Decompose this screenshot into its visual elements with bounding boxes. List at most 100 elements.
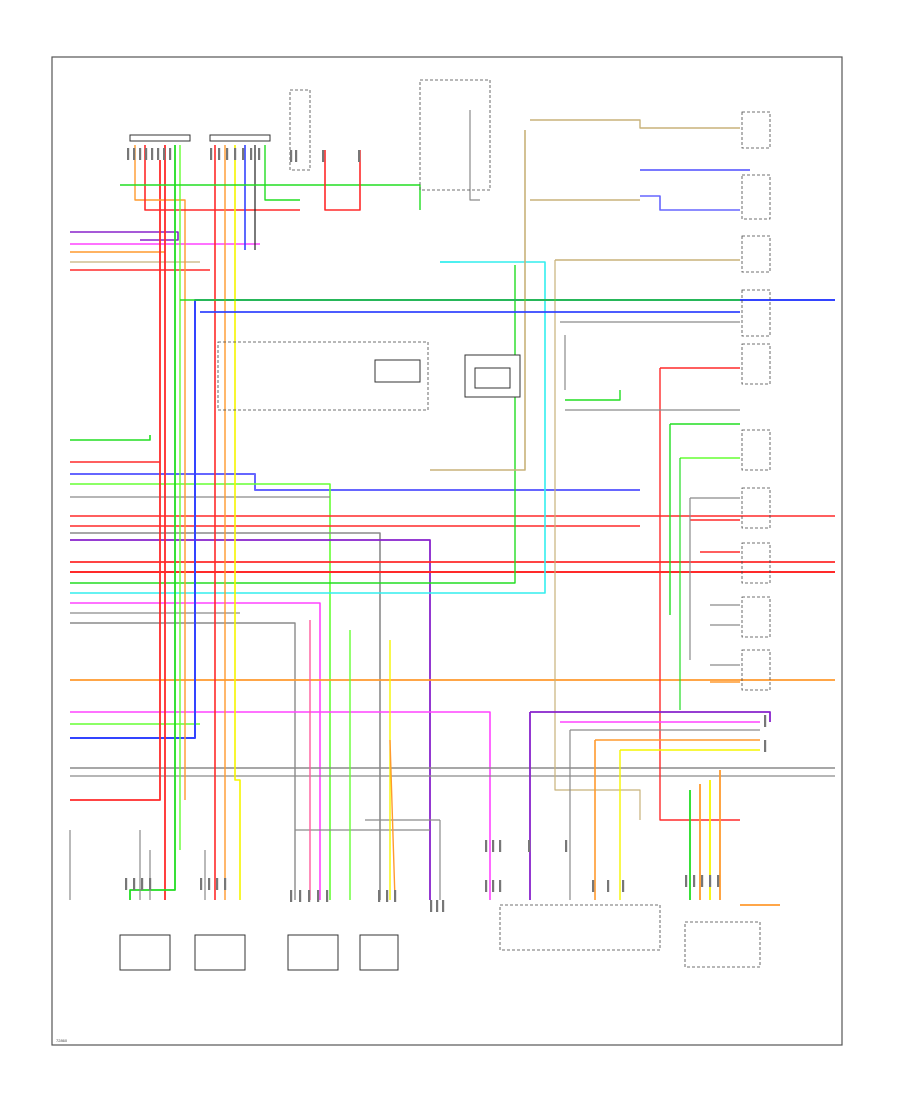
speed-sensor-pin [299, 890, 302, 902]
ecu-a-pin [151, 148, 154, 160]
ecu-b-pin [226, 148, 229, 160]
speed-sensor-pin [326, 890, 329, 902]
engine-control-unit [684, 921, 761, 968]
wire-orange [134, 145, 186, 800]
ecu-b-pin [250, 148, 253, 160]
ecu-a-pin [157, 148, 160, 160]
wire-navy [70, 473, 640, 491]
tcm-c-pin [485, 840, 488, 852]
shift-lock-solenoid [741, 174, 771, 220]
mainshaft-speed-sensor [741, 289, 771, 337]
wire-lime [70, 483, 331, 900]
gear-switch-pin [394, 890, 397, 902]
wire-tan [430, 130, 526, 471]
tcm-f-pin [592, 880, 595, 892]
countershaft-speed-sensor [741, 343, 771, 385]
ecu-connector-a [129, 134, 191, 142]
tcm-c-pin [492, 840, 495, 852]
power-relay-inner [374, 359, 421, 383]
ecu-b-pin [242, 148, 245, 160]
linear-solenoid-pin [141, 878, 144, 890]
a-t-gear-position-switch [359, 934, 399, 971]
wire-green [565, 390, 621, 401]
linear-solenoid-pin [133, 878, 136, 890]
ecu-c-pin [709, 875, 712, 887]
throttle-position-sensor [741, 596, 771, 638]
wire-purple [70, 231, 179, 241]
indicator-pin [200, 878, 203, 890]
wire-gray [469, 110, 480, 201]
tcm-b-pin [485, 880, 488, 892]
ignition-pin [358, 150, 361, 162]
ecu-b-pin [210, 148, 213, 160]
fuse-block [289, 89, 311, 171]
ecu-b-pin [218, 148, 221, 160]
shift-solenoid-b [741, 542, 771, 584]
tcm-f-pin [622, 880, 625, 892]
tcm-f-pin [607, 880, 610, 892]
ecu-c-pin [693, 875, 696, 887]
ecu-a-pin [127, 148, 130, 160]
speed-sensor-pin [317, 890, 320, 902]
ecu-b-pin [258, 148, 261, 160]
linear-solenoid-pin [125, 878, 128, 890]
speed-sensor-pin [308, 890, 311, 902]
ecu-b-pin [234, 148, 237, 160]
indicator-pin [224, 878, 227, 890]
a-t-gear-position-indicator [194, 934, 246, 971]
wire-navy [640, 195, 740, 211]
ecu-a-pin [139, 148, 142, 160]
data-link-connector-inner [474, 367, 511, 389]
ecu-c-pin [685, 875, 688, 887]
speed-sensor-assembly [287, 934, 339, 971]
ecu-c-pin [717, 875, 720, 887]
ecu-c-pin [701, 875, 704, 887]
wire-green [70, 435, 151, 441]
wire-layer [69, 110, 835, 906]
tcm-a-pin [430, 900, 433, 912]
wire-red [144, 145, 300, 211]
wire-purple [530, 711, 771, 722]
wire-magenta [70, 602, 321, 900]
indicator-pin [216, 878, 219, 890]
pgm-fi-main-relay [217, 341, 429, 411]
lock-up-solenoid [741, 429, 771, 471]
shift-solenoid-a [741, 487, 771, 529]
ecu-connector-b [209, 134, 271, 142]
wire-tan [530, 119, 740, 129]
wire-purple [70, 539, 431, 900]
fuse-pin [290, 150, 293, 162]
wire-tan [554, 260, 641, 820]
ecu-e-pin [764, 740, 767, 752]
tcm-a-pin [442, 900, 445, 912]
wire-orange [389, 739, 396, 901]
footer-code: 72860 [56, 1038, 68, 1043]
ecu-d-pin [764, 715, 767, 727]
wire-cyan [70, 261, 546, 594]
wire-red [70, 160, 161, 801]
ignition-pin [322, 150, 325, 162]
wire-magenta [70, 711, 491, 900]
gear-switch-pin [378, 890, 381, 902]
pin-layer [125, 148, 767, 912]
ecu-a-pin [145, 148, 148, 160]
diagram-frame [51, 56, 843, 1046]
ecu-a-pin [169, 148, 172, 160]
indicator-pin [208, 878, 211, 890]
speed-sensor-pin [290, 890, 293, 902]
vehicle-speed-sensor [741, 649, 771, 691]
ecu-a-pin [133, 148, 136, 160]
wire-yellow [234, 145, 241, 900]
wire-green [264, 145, 300, 201]
fuse-pin [295, 150, 298, 162]
gear-switch-pin [386, 890, 389, 902]
tcm-e-pin [565, 840, 568, 852]
ignition-switch [419, 79, 491, 191]
linear-solenoid-pin [149, 878, 152, 890]
transmission-control-module [499, 904, 661, 951]
tcm-c-pin [499, 840, 502, 852]
wire-gray [70, 622, 296, 900]
linear-solenoid [119, 934, 171, 971]
tcm-d-pin [528, 840, 531, 852]
